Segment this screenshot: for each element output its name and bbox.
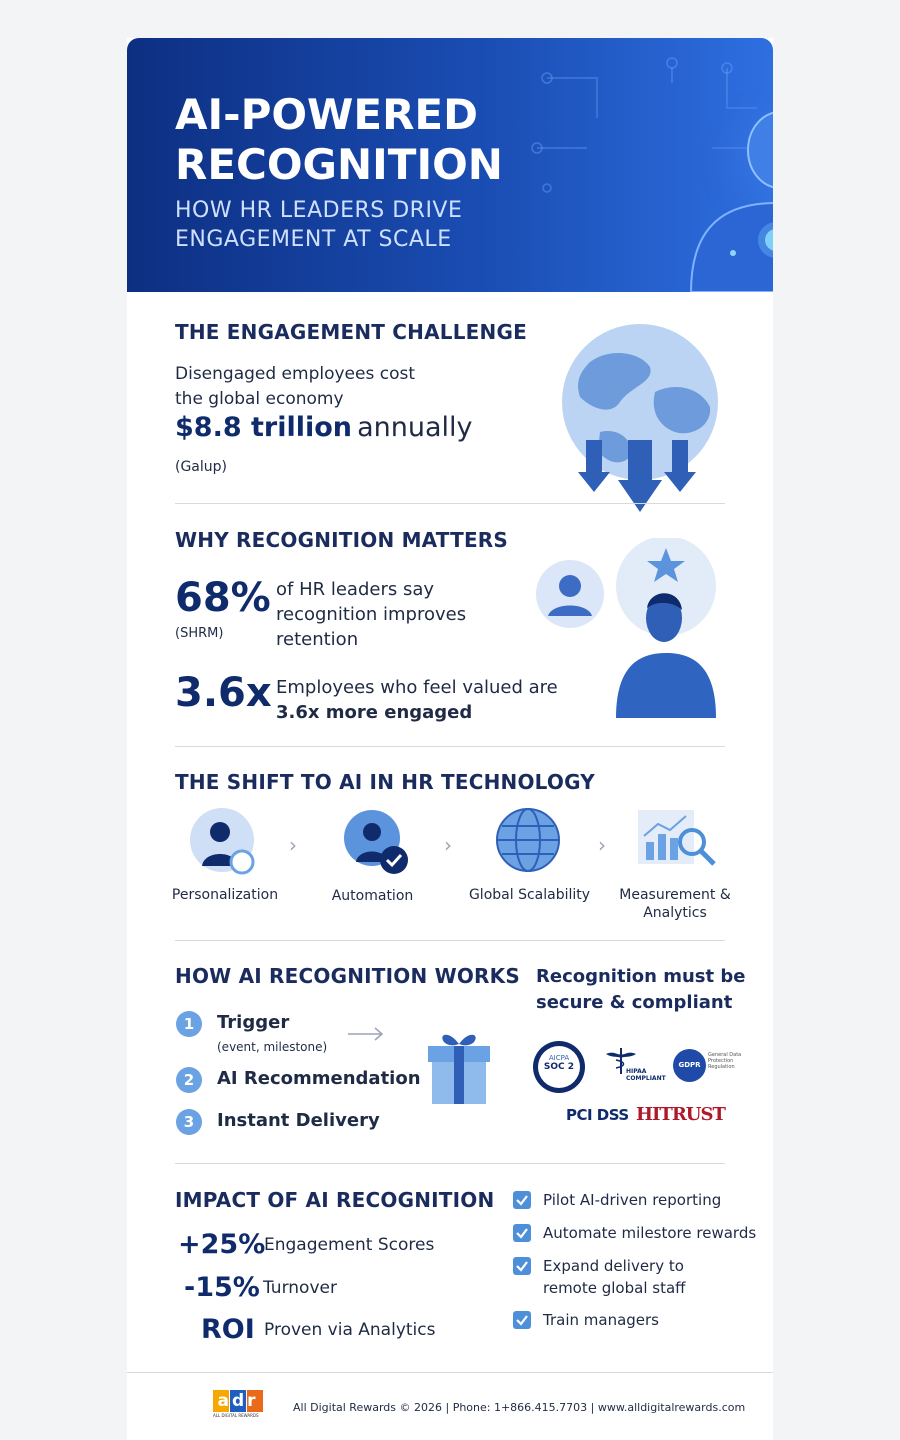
hitrust-badge: HITRUST bbox=[636, 1104, 726, 1125]
why-stat2-text: Employees who feel valued are bbox=[276, 677, 558, 698]
checklist-item: Automate milestore rewards bbox=[543, 1224, 757, 1242]
adr-logo: adr ALL DIGITAL REWARDS bbox=[213, 1390, 269, 1420]
secure-heading: Recognition must be secure & compliant bbox=[536, 966, 746, 1013]
person-check-icon bbox=[344, 810, 408, 874]
why-heading: WHY RECOGNITION MATTERS bbox=[175, 528, 509, 552]
shift-item-label: Automation bbox=[331, 888, 414, 904]
step-number: 3 bbox=[176, 1109, 202, 1135]
shift-item-label: Personalization bbox=[171, 887, 279, 903]
aicpa-label: AICPA bbox=[548, 1054, 570, 1062]
step-label: Trigger bbox=[217, 1012, 290, 1033]
impact-label: Turnover bbox=[263, 1278, 337, 1298]
soc2-label: SOC 2 bbox=[543, 1062, 575, 1072]
person-icon bbox=[190, 808, 255, 875]
adr-logo-sub: ALL DIGITAL REWARDS bbox=[213, 1413, 259, 1418]
section-divider bbox=[175, 503, 725, 504]
section-divider bbox=[175, 940, 725, 941]
impact-label: Engagement Scores bbox=[264, 1235, 435, 1255]
shift-item-label: Measurement & Analytics bbox=[619, 887, 731, 921]
challenge-heading: THE ENGAGEMENT CHALLENGE bbox=[175, 320, 527, 344]
impact-heading: IMPACT OF AI RECOGNITION bbox=[175, 1188, 495, 1212]
pci-dss-badge: PCI DSS bbox=[566, 1106, 629, 1124]
step-number: 2 bbox=[176, 1067, 202, 1093]
avatar-icon bbox=[536, 560, 604, 628]
challenge-line2: the global economy bbox=[175, 389, 344, 409]
checkbox-checked-icon bbox=[513, 1311, 531, 1329]
shift-item-label: Global Scalability bbox=[468, 887, 591, 903]
hipaa-label: HIPAA COMPLIANT bbox=[626, 1068, 666, 1082]
ai-person-icon bbox=[531, 57, 773, 292]
step-number: 1 bbox=[176, 1011, 202, 1037]
footer-divider bbox=[127, 1372, 773, 1373]
impact-value: +25% bbox=[178, 1229, 266, 1260]
arrow-right-icon bbox=[348, 1027, 384, 1041]
checklist-item: Pilot AI-driven reporting bbox=[543, 1191, 722, 1209]
challenge-amount: $8.8 trillion bbox=[175, 412, 353, 443]
challenge-source: (Galup) bbox=[175, 459, 228, 475]
shift-heading: THE SHIFT TO AI IN HR TECHNOLOGY bbox=[175, 770, 595, 794]
gift-icon bbox=[428, 1034, 490, 1104]
globe-icon bbox=[496, 808, 560, 872]
caduceus-icon bbox=[606, 1048, 636, 1074]
chart-magnifier-icon bbox=[638, 810, 716, 866]
why-stat2-bold: 3.6x more engaged bbox=[276, 702, 473, 723]
challenge-line1: Disengaged employees cost bbox=[175, 364, 416, 384]
impact-value: -15% bbox=[184, 1272, 260, 1303]
gdpr-badge: GDPR bbox=[673, 1049, 706, 1082]
checklist-item: Expand delivery to remote global staff bbox=[543, 1257, 686, 1297]
footer-text: All Digital Rewards © 2026 | Phone: 1+86… bbox=[293, 1401, 746, 1414]
step-label: Instant Delivery bbox=[217, 1110, 380, 1131]
how-heading: HOW AI RECOGNITION WORKS bbox=[175, 964, 520, 988]
checklist-item: Train managers bbox=[543, 1311, 659, 1329]
aicpa-soc2-badge: AICPA SOC 2 bbox=[533, 1041, 585, 1093]
section-divider bbox=[175, 1163, 725, 1164]
valued-employee-icon bbox=[616, 538, 716, 718]
step-note: (event, milestone) bbox=[217, 1040, 328, 1054]
impact-value: ROI bbox=[201, 1314, 255, 1345]
checkbox-checked-icon bbox=[513, 1224, 531, 1242]
hero-banner: AI-POWERED RECOGNITION HOW HR LEADERS DR… bbox=[127, 38, 773, 292]
checkbox-checked-icon bbox=[513, 1257, 531, 1275]
chevron-right-icon: › bbox=[444, 833, 452, 857]
section-divider bbox=[175, 746, 725, 747]
impact-label: Proven via Analytics bbox=[264, 1320, 436, 1340]
why-stat2-text-block: Employees who feel valued are 3.6x more … bbox=[276, 675, 576, 725]
why-stat1-source: (SHRM) bbox=[175, 626, 224, 641]
hero-title: AI-POWERED RECOGNITION bbox=[175, 90, 503, 189]
challenge-amount-suffix: annually bbox=[357, 412, 473, 443]
challenge-amount-line: $8.8 trillion annually bbox=[175, 412, 473, 443]
hero-subtitle: HOW HR LEADERS DRIVE ENGAGEMENT AT SCALE bbox=[175, 198, 463, 252]
why-stat1-text: of HR leaders say recognition improves r… bbox=[276, 579, 467, 650]
chevron-right-icon: › bbox=[598, 833, 606, 857]
globe-down-arrows-icon bbox=[562, 324, 718, 512]
why-stat1-value: 68% bbox=[175, 575, 271, 621]
adr-logo-text: adr bbox=[217, 1391, 259, 1411]
gdpr-text: General Data Protection Regulation bbox=[708, 1052, 742, 1070]
step-label: AI Recommendation bbox=[217, 1068, 421, 1089]
why-stat2-value: 3.6x bbox=[175, 670, 272, 716]
checkbox-checked-icon bbox=[513, 1191, 531, 1209]
chevron-right-icon: › bbox=[289, 833, 297, 857]
